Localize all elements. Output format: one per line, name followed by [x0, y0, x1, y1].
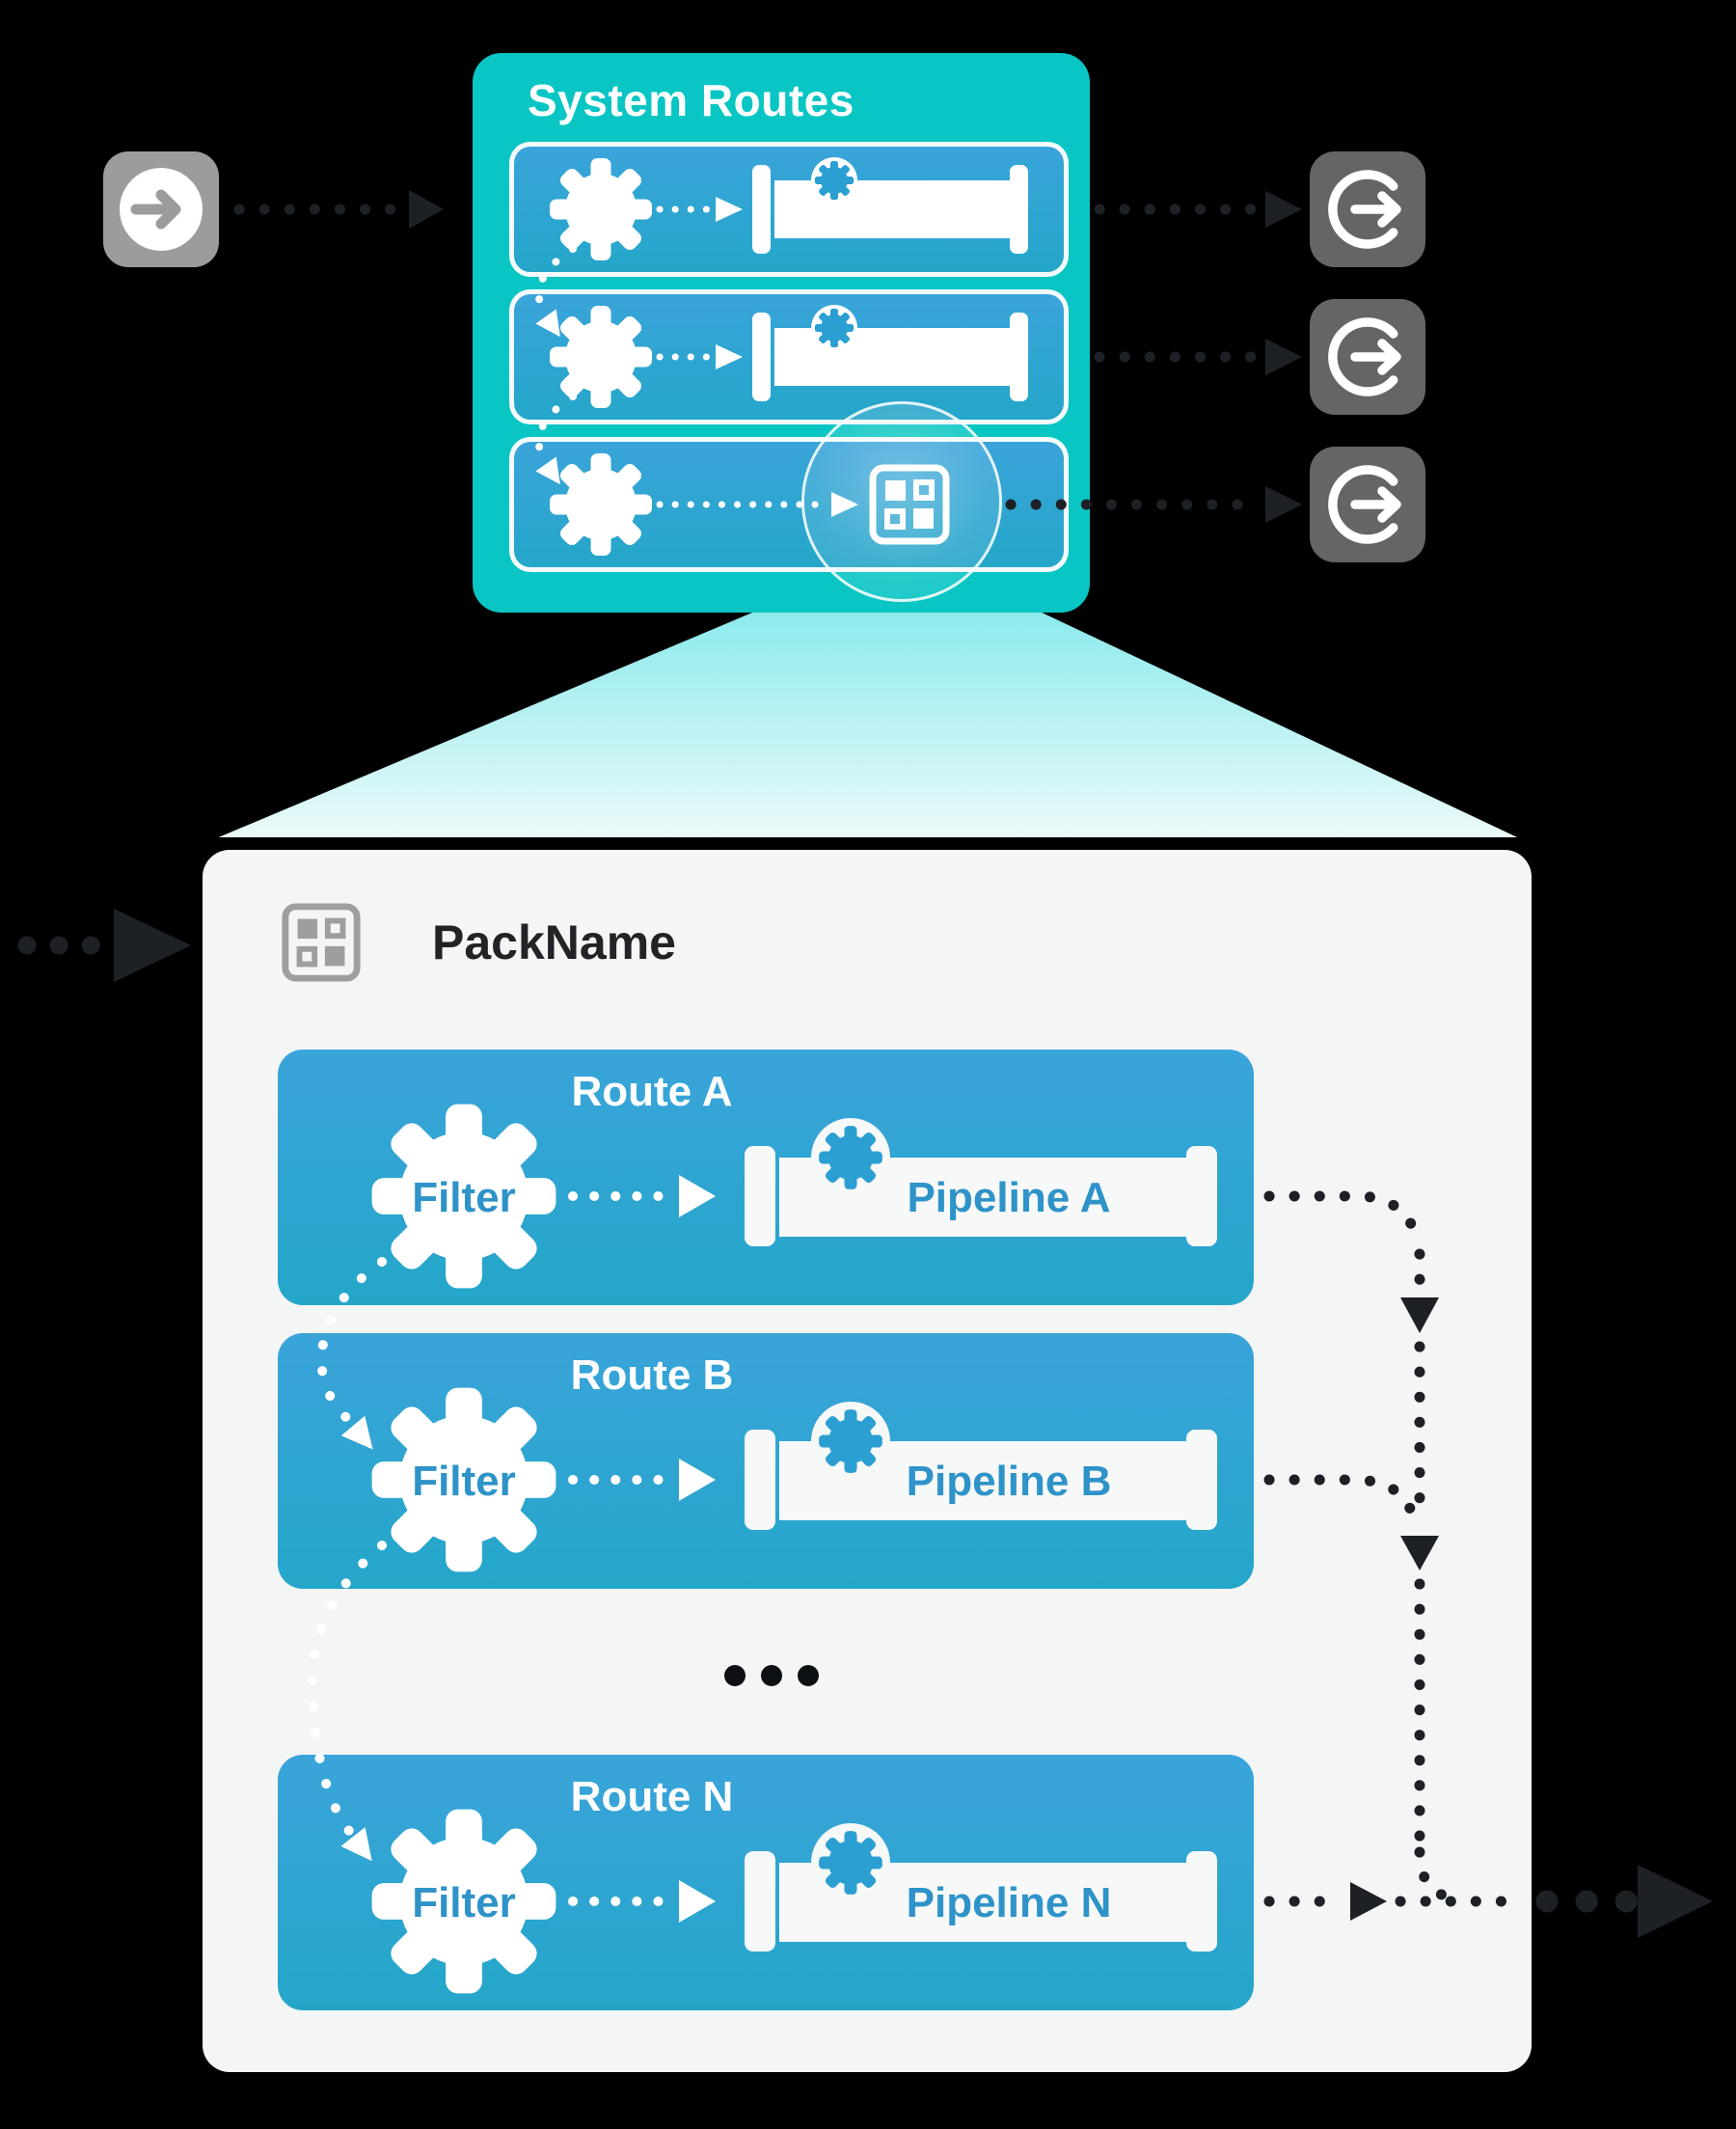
route2-output-dotted-arrow: [1094, 339, 1302, 375]
magnifier-circle: [801, 401, 1002, 602]
pack-name-title: PackName: [432, 915, 676, 969]
pipeline-icon: [752, 157, 1028, 254]
route-card-n: Route N Filter Pipeline N: [278, 1755, 1254, 2010]
pipeline-label: Pipeline A: [907, 1174, 1110, 1221]
login-arrow-icon: [103, 151, 219, 267]
pipeline-icon: [745, 1118, 1217, 1246]
filter-label: Filter: [412, 1879, 516, 1926]
logout-arrow-icon: [1310, 151, 1425, 267]
logout-arrow-icon: [1310, 299, 1425, 415]
pipeline-label: Pipeline B: [907, 1458, 1112, 1505]
filter-label: Filter: [412, 1174, 516, 1221]
logout-arrow-icon: [1310, 447, 1425, 562]
pack-panel-header: PackName: [280, 900, 676, 985]
zoom-beam: [203, 577, 1532, 844]
system-route-row: [509, 142, 1069, 277]
filter-label: Filter: [412, 1458, 516, 1505]
pack-panel: PackName Route A Filter Pipeline A: [203, 850, 1532, 2072]
pipeline-icon: [745, 1823, 1217, 1952]
gear-icon: [550, 158, 652, 260]
input-dotted-arrow: [233, 190, 444, 229]
gear-icon: [550, 306, 652, 408]
route-title: Route N: [571, 1773, 734, 1820]
system-routes-title: System Routes: [528, 75, 854, 125]
pipeline-icon: [745, 1402, 1217, 1530]
gear-icon: [550, 453, 652, 556]
system-route-row: [509, 289, 1069, 424]
pack-grid-icon: [280, 901, 363, 984]
route1-output-dotted-arrow: [1094, 191, 1302, 228]
pipeline-label: Pipeline N: [907, 1879, 1112, 1926]
route-title: Route B: [571, 1351, 734, 1399]
route-card-a: Route A Filter Pipeline A: [278, 1050, 1254, 1305]
route-card-b: Route B Filter Pipeline B: [278, 1333, 1254, 1589]
panel-top-separator: [203, 837, 1532, 850]
route-title: Route A: [571, 1068, 732, 1115]
panel-input-dotted-arrow: [17, 909, 191, 982]
panel-output-dotted-arrow: [1535, 1865, 1713, 1938]
pipeline-icon: [752, 305, 1028, 401]
